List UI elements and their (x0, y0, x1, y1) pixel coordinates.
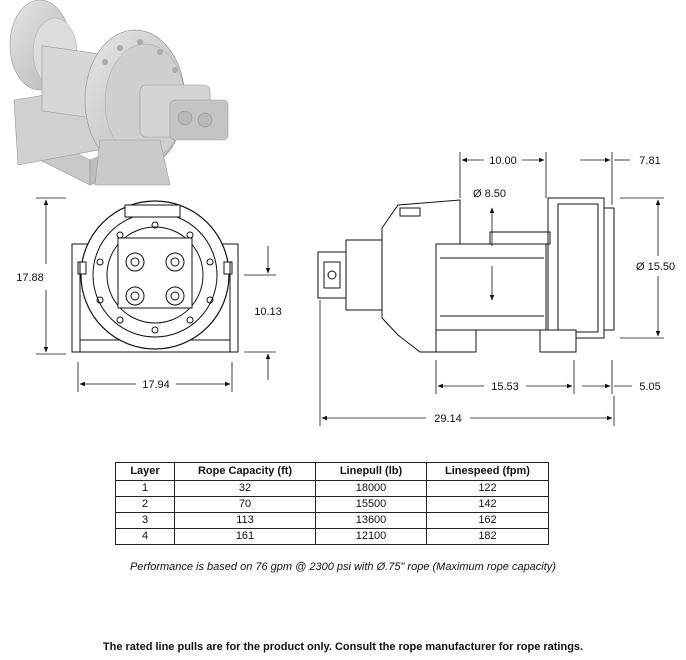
dim-foot-spacing: 15.53 (491, 381, 519, 393)
dim-flange-diameter: Ø 15.50 (636, 261, 675, 273)
cell-layer: 1 (115, 480, 175, 497)
table-row: 2 70 15500 142 (115, 496, 549, 513)
cell-layer: 4 (115, 528, 175, 545)
dimension-lines (36, 152, 664, 426)
header-rope-capacity: Rope Capacity (ft) (174, 462, 316, 481)
header-layer: Layer (115, 462, 175, 481)
performance-note: Performance is based on 76 gpm @ 2300 ps… (130, 561, 556, 573)
dim-height-overall: 17.88 (16, 272, 44, 284)
cell-rope-capacity: 113 (174, 512, 316, 529)
table-row: 1 32 18000 122 (115, 480, 549, 497)
header-linepull: Linepull (lb) (315, 462, 427, 481)
cell-rope-capacity: 32 (174, 480, 316, 497)
cell-linepull: 15500 (315, 496, 427, 513)
cell-rope-capacity: 70 (174, 496, 316, 513)
dim-width-base: 17.94 (142, 379, 170, 391)
rating-disclaimer: The rated line pulls are for the product… (102, 641, 584, 653)
side-view (317, 197, 615, 353)
cell-linespeed: 142 (426, 496, 549, 513)
dim-foot-offset: 5.05 (639, 381, 660, 393)
dim-center-height: 10.13 (254, 306, 282, 318)
table-row: 3 113 13600 162 (115, 512, 549, 529)
table-row: 4 161 12100 182 (115, 528, 549, 545)
cell-linespeed: 122 (426, 480, 549, 497)
header-linespeed: Linespeed (fpm) (426, 462, 549, 481)
dim-flange-offset: 7.81 (639, 155, 660, 167)
cell-linepull: 18000 (315, 480, 427, 497)
cell-linepull: 12100 (315, 528, 427, 545)
cell-linepull: 13600 (315, 512, 427, 529)
cell-linespeed: 182 (426, 528, 549, 545)
cell-rope-capacity: 161 (174, 528, 316, 545)
table-header-row: Layer Rope Capacity (ft) Linepull (lb) L… (115, 462, 549, 481)
dimension-labels: 17.88 17.94 10.13 10.00 7.81 Ø 8.50 Ø 15… (16, 155, 675, 425)
dim-drum-diameter: Ø 8.50 (473, 188, 506, 200)
winch-3d-render (9, 0, 229, 186)
cell-layer: 3 (115, 512, 175, 529)
front-view (71, 200, 239, 353)
dim-overall-length: 29.14 (434, 413, 462, 425)
dim-drum-length: 10.00 (489, 155, 517, 167)
performance-table: Layer Rope Capacity (ft) Linepull (lb) L… (115, 462, 549, 545)
cell-linespeed: 162 (426, 512, 549, 529)
cell-layer: 2 (115, 496, 175, 513)
